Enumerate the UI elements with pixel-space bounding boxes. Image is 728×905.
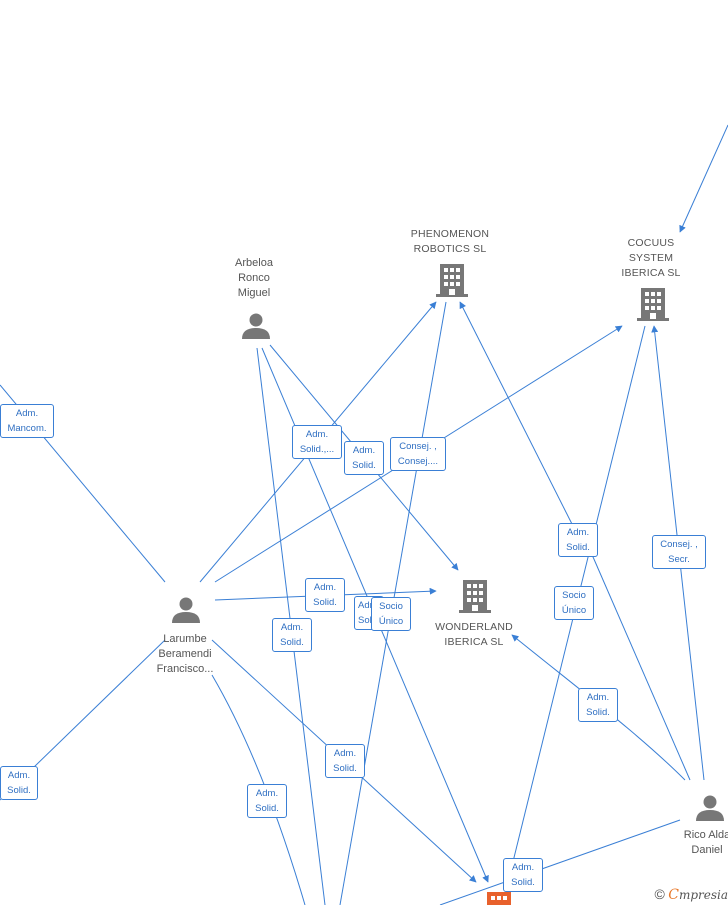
relation-badge[interactable]: Adm. Solid. [0,766,38,800]
company-label-wonderland[interactable]: WONDERLAND IBERICA SL [435,621,513,648]
company-label-phenomenon[interactable]: PHENOMENON ROBOTICS SL [410,228,490,255]
building-icon-highlighted [487,892,511,905]
person-label-rico[interactable]: Rico Alda Daniel [683,829,728,856]
edge [679,124,728,233]
relation-badge[interactable]: Adm. Solid. [325,744,365,778]
relation-badge[interactable]: Consej. , Consej.... [390,437,446,471]
building-icon [637,288,669,321]
edge [589,549,691,781]
edge [211,674,306,905]
copyright-symbol: © [654,886,665,902]
relation-badge[interactable]: Adm. Solid. [247,784,287,818]
edge [439,819,681,905]
building-icon [436,264,468,297]
person-label-arbeloa[interactable]: Arbeloa Ronco Miguel [235,257,273,299]
person-label-larumbe[interactable]: Larumbe Beramendi Francisco... [156,633,214,675]
relation-badge[interactable]: Adm. Solid. [305,578,345,612]
relation-badge[interactable]: Adm. Solid. [272,618,312,652]
relation-badge[interactable]: Adm. Solid.,... [292,425,342,459]
relation-badge[interactable]: Adm. Mancom. [0,404,54,438]
relation-badge[interactable]: Adm. Solid. [344,441,384,475]
person-icon [242,313,270,339]
edge [459,301,576,531]
building-icon [459,580,491,613]
relation-badge[interactable]: Adm. Solid. [558,523,598,557]
relation-badge[interactable]: Adm. Solid. [578,688,618,722]
company-label-cocuus[interactable]: COCUUS SYSTEM IBERICA SL [621,237,681,279]
brand-name: mpresia [678,888,728,902]
relation-badge[interactable]: Adm. Solid. [503,858,543,892]
relation-badge[interactable]: Socio Único [554,586,594,620]
brand-initial: C [668,887,679,903]
person-icon [172,597,200,623]
relation-badge[interactable]: Socio Único [371,597,411,631]
person-icon [696,795,724,821]
relation-badge[interactable]: Consej. , Secr. [652,535,706,569]
brand-watermark: © Cmpresia [655,886,728,903]
